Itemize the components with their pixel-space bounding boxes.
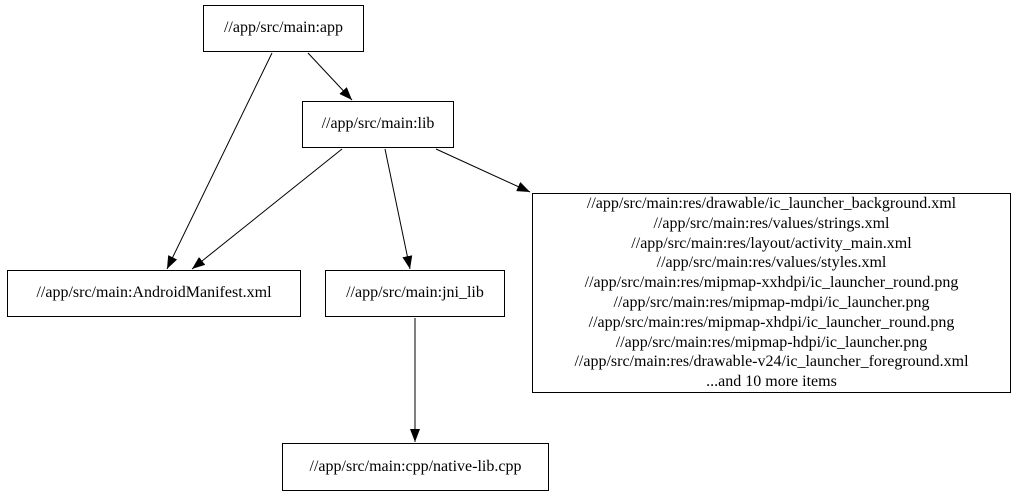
res-item: //app/src/main:res/mipmap-mdpi/ic_launch… bbox=[613, 294, 930, 311]
node-res-group: //app/src/main:res/drawable/ic_launcher_… bbox=[532, 193, 1011, 393]
node-lib: //app/src/main:lib bbox=[302, 101, 454, 148]
edge-app-to-lib bbox=[307, 52, 353, 101]
node-app: //app/src/main:app bbox=[203, 5, 364, 52]
res-item: //app/src/main:res/values/strings.xml bbox=[653, 214, 890, 232]
edge-lib-to-jni-lib bbox=[384, 148, 413, 270]
res-item: //app/src/main:res/values/styles.xml bbox=[656, 254, 887, 272]
node-android-manifest: //app/src/main:AndroidManifest.xml bbox=[7, 270, 301, 317]
node-lib-label: //app/src/main:lib bbox=[321, 115, 435, 133]
res-item: //app/src/main:res/drawable/ic_launcher_… bbox=[586, 195, 957, 213]
res-more-items: ...and 10 more items bbox=[706, 373, 837, 391]
node-jni-lib: //app/src/main:jni_lib bbox=[325, 270, 505, 317]
node-native-lib-cpp-label: //app/src/main:cpp/native-lib.cpp bbox=[309, 457, 522, 475]
res-item: //app/src/main:res/layout/activity_main.… bbox=[631, 234, 912, 252]
edge-lib-to-manifest bbox=[191, 148, 343, 270]
node-android-manifest-label: //app/src/main:AndroidManifest.xml bbox=[36, 284, 272, 302]
edge-app-to-manifest bbox=[166, 52, 273, 270]
node-app-label: //app/src/main:app bbox=[223, 19, 344, 37]
edge-lib-to-res-group bbox=[435, 148, 531, 193]
node-native-lib-cpp: //app/src/main:cpp/native-lib.cpp bbox=[282, 443, 549, 491]
res-item: //app/src/main:res/drawable-v24/ic_launc… bbox=[574, 353, 969, 371]
res-item: //app/src/main:res/mipmap-xxhdpi/ic_laun… bbox=[584, 274, 959, 292]
node-jni-lib-label: //app/src/main:jni_lib bbox=[346, 284, 484, 302]
res-item: //app/src/main:res/mipmap-xhdpi/ic_launc… bbox=[588, 313, 955, 331]
res-item: //app/src/main:res/mipmap-hdpi/ic_launch… bbox=[615, 333, 928, 351]
